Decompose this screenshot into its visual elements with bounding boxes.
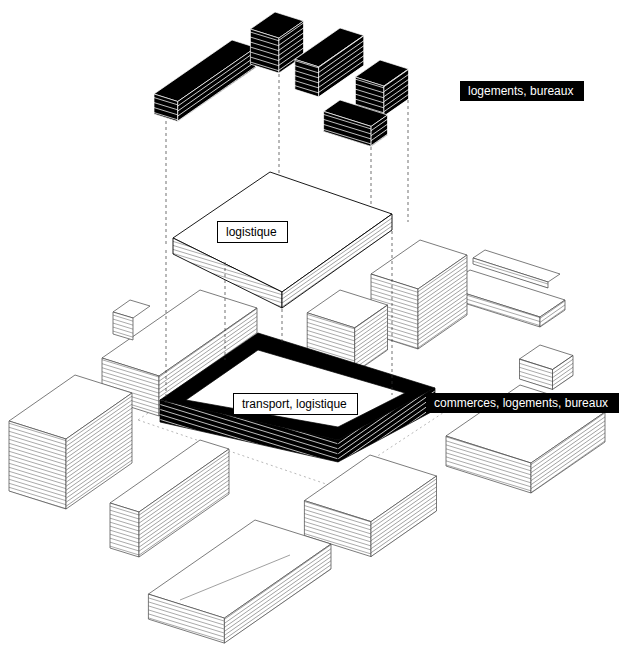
city-block [180, 555, 290, 600]
city-block [553, 356, 574, 390]
city-block [66, 393, 132, 509]
projection-line [408, 100, 409, 222]
housing-office-block [295, 59, 319, 97]
housing-office-block [154, 94, 178, 122]
label-text: transport, logistique [242, 397, 349, 411]
program-box: logistique [217, 221, 288, 243]
city-block [371, 476, 437, 557]
program-label: logements, bureaux [460, 81, 584, 101]
projection-line [371, 147, 372, 205]
projection-line [166, 74, 408, 405]
label-text: logements, bureaux [468, 84, 576, 98]
podium-block [186, 350, 405, 427]
projection-line [225, 262, 226, 360]
city-block [148, 594, 224, 643]
housing-office-block [154, 12, 409, 146]
city-block [139, 449, 229, 557]
city-block [110, 503, 139, 557]
projection-line [166, 121, 167, 244]
city-block [418, 255, 467, 349]
projection-line [282, 309, 283, 345]
city-block [224, 544, 331, 643]
city-block [113, 312, 133, 340]
projection-line [166, 250, 167, 405]
logistics-slab [173, 172, 392, 292]
program-box: transport, logistique [233, 393, 358, 415]
housing-office-block [371, 115, 387, 146]
housing-office-block [324, 111, 372, 146]
projection-line [392, 231, 393, 395]
logistics-slab [173, 172, 392, 308]
city-block [520, 359, 553, 390]
city-block [355, 305, 388, 373]
logistics-slab [282, 214, 392, 308]
city-block [473, 258, 548, 288]
logistics-slab [173, 238, 282, 308]
city-block [540, 300, 565, 327]
housing-office-block [384, 69, 409, 116]
city-block [9, 375, 605, 643]
program-label: commerces, logements, bureaux [426, 393, 619, 413]
housing-office-block [178, 48, 256, 122]
projection-line [279, 74, 280, 175]
city-block [446, 436, 531, 493]
label-text: logistique [226, 225, 279, 239]
housing-office-block [250, 29, 279, 73]
city-block [531, 412, 605, 493]
label-text: commerces, logements, bureaux [434, 396, 611, 410]
city-block [9, 421, 66, 509]
